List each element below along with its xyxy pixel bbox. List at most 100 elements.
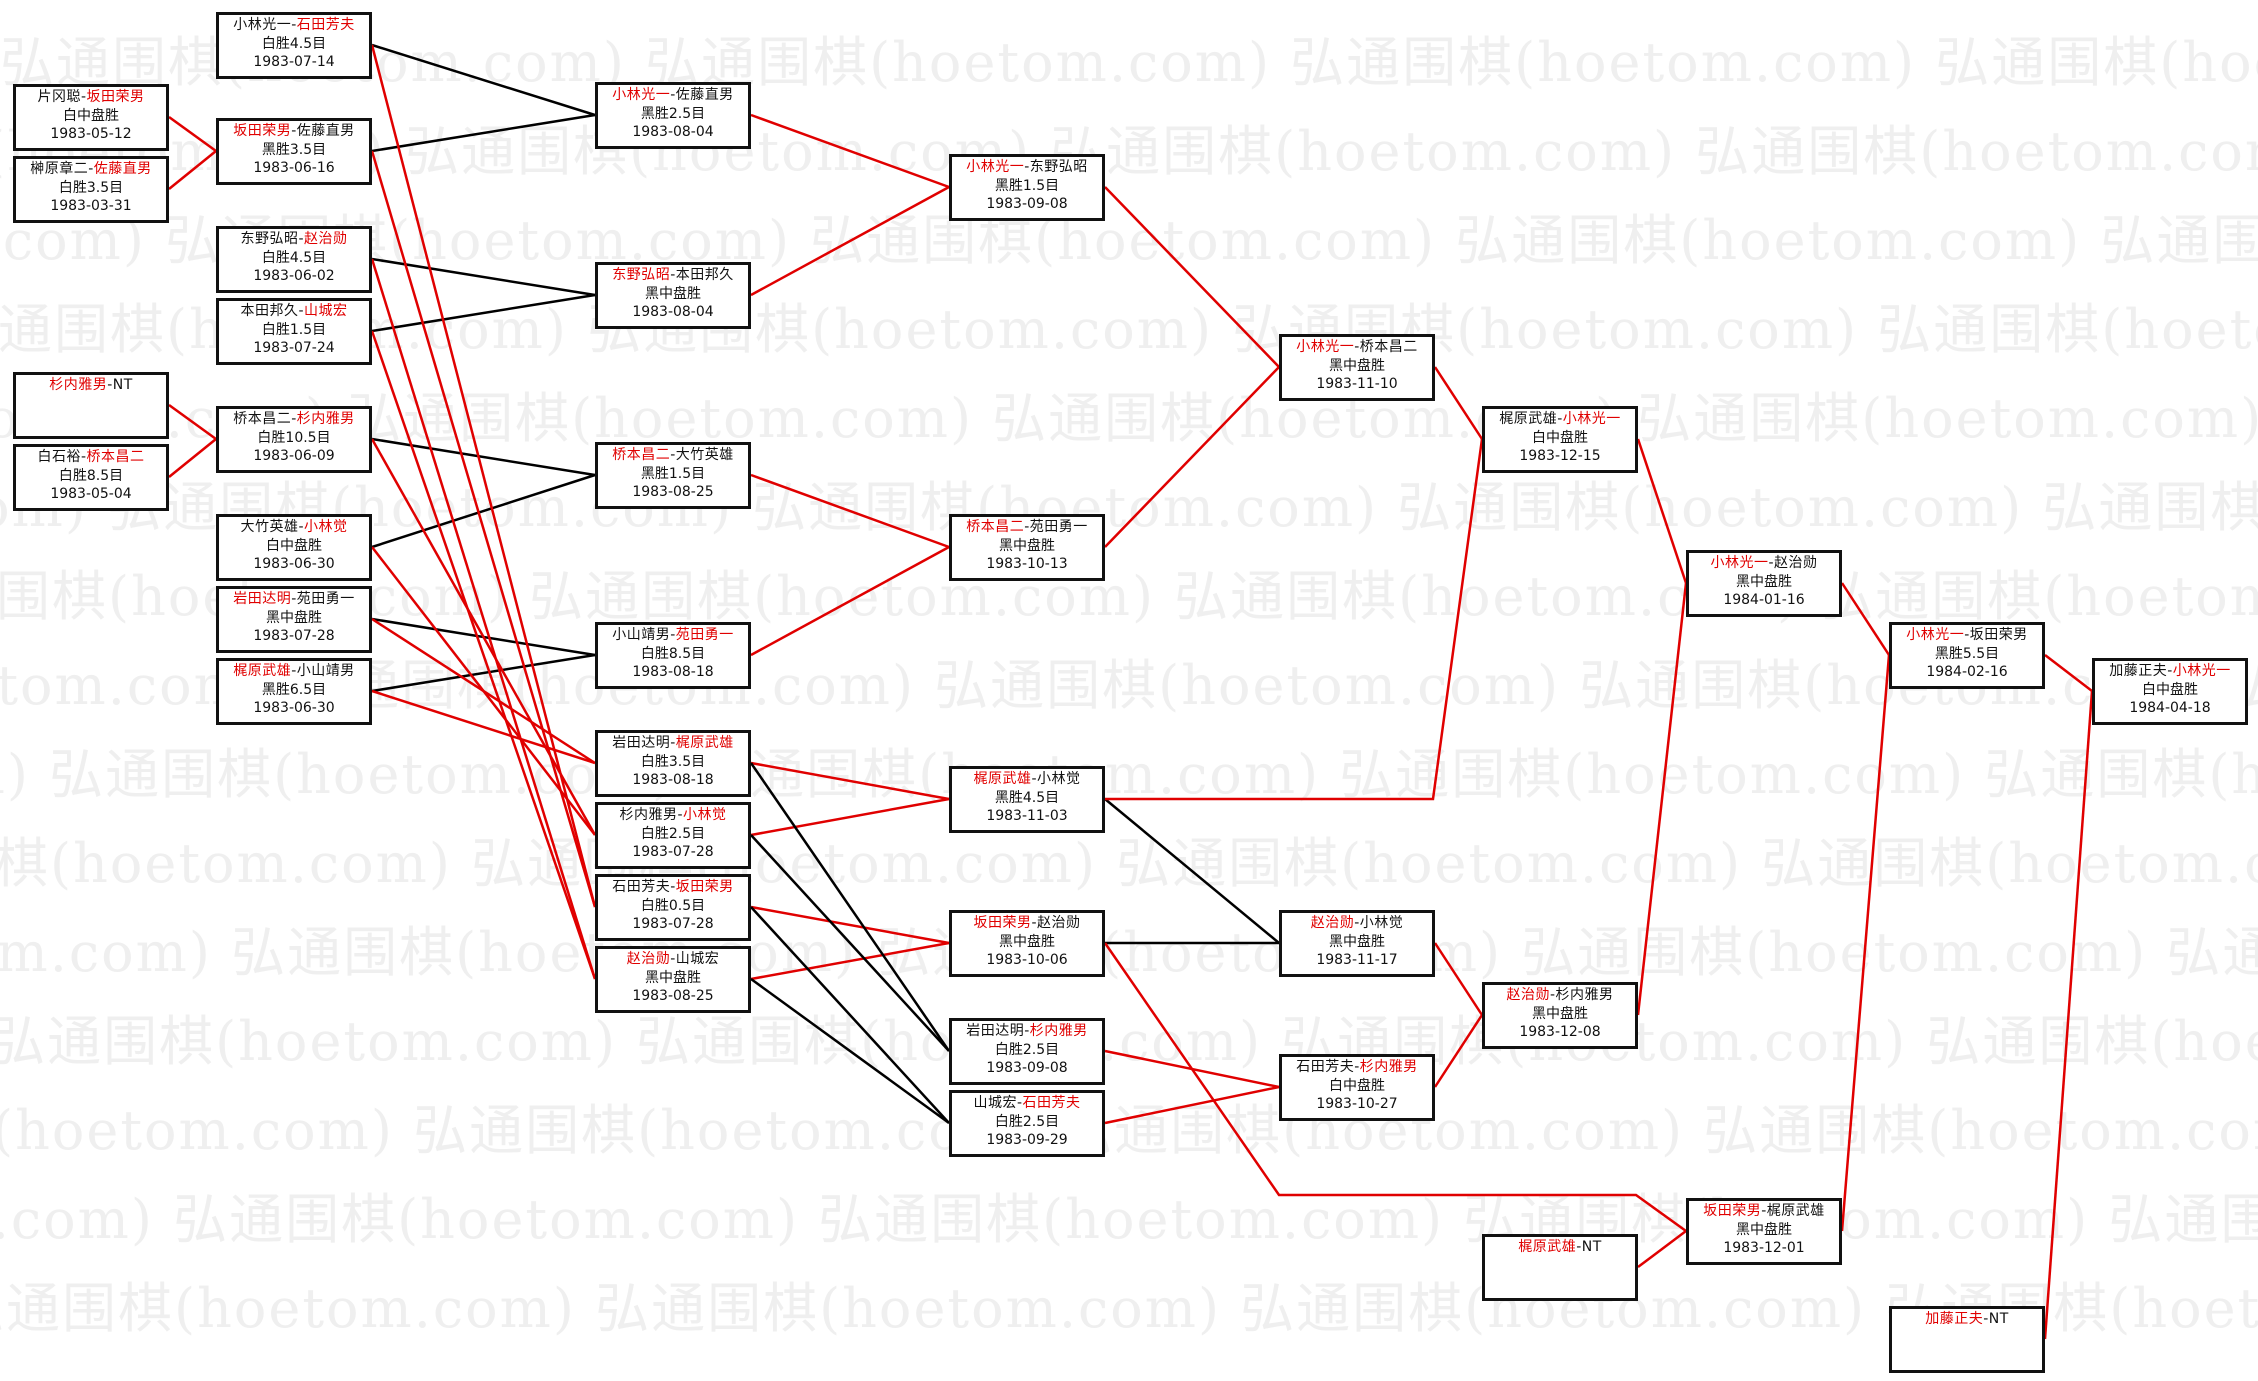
player-1: 小林光一: [233, 17, 292, 33]
match-date: 1983-06-16: [253, 160, 335, 176]
player-2: 小林觉: [1037, 771, 1081, 787]
player-1: 白石裕: [37, 449, 81, 465]
loser-advance-line: [371, 473, 596, 549]
match-players: 赵治勋-小林觉: [1282, 914, 1432, 933]
match-box-f3[interactable]: 梶原武雄-NT: [1482, 1234, 1638, 1301]
separator: -: [670, 627, 676, 643]
match-box-h2[interactable]: 加藤正夫-NT: [1889, 1306, 2045, 1373]
match-players: 坂田荣男-赵治勋: [952, 914, 1102, 933]
player-1: 岩田达明: [966, 1023, 1025, 1039]
separator: -: [2167, 663, 2173, 679]
match-date: 1983-11-03: [986, 808, 1068, 824]
player-1: 加藤正夫: [1925, 1311, 1984, 1327]
player-2: 杉内雅男: [1029, 1023, 1088, 1039]
player-2: 杉内雅男: [1359, 1059, 1418, 1075]
winner-advance-line: [1105, 438, 1484, 801]
player-2: 石田芳夫: [1022, 1095, 1081, 1111]
separator: -: [1964, 627, 1970, 643]
winner-advance-line: [371, 689, 596, 765]
match-players: 梶原武雄-小山靖男: [219, 662, 369, 681]
separator: -: [670, 267, 676, 283]
player-2: 苑田勇一: [675, 627, 734, 643]
match-players: 本田邦久-山城宏: [219, 302, 369, 321]
winner-advance-line: [750, 761, 950, 801]
match-result: 黑胜2.5目: [640, 105, 706, 122]
player-1: 小山靖男: [612, 627, 671, 643]
player-1: 山城宏: [973, 1095, 1017, 1111]
separator: -: [670, 735, 676, 751]
match-result: 白中盘胜: [2142, 681, 2198, 698]
match-players: 小林光一-东野弘昭: [952, 158, 1102, 177]
player-1: 桥本昌二: [233, 411, 292, 427]
match-date: 1983-07-28: [253, 628, 335, 644]
loser-advance-line: [371, 43, 596, 117]
player-2: 山城宏: [304, 303, 348, 319]
match-result: 黑中盘胜: [1329, 357, 1385, 374]
match-date: 1983-05-12: [50, 126, 132, 142]
match-date: 1983-06-30: [253, 556, 335, 572]
winner-advance-line: [168, 403, 217, 441]
player-1: 小林光一: [1296, 339, 1355, 355]
player-2: 梶原武雄: [675, 735, 734, 751]
loser-advance-line: [371, 437, 596, 477]
match-date: 1983-11-10: [1316, 376, 1398, 392]
player-1: 石田芳夫: [1296, 1059, 1355, 1075]
player-2: 桥本昌二: [86, 449, 145, 465]
match-box-a3[interactable]: 杉内雅男-NT: [13, 372, 169, 439]
match-result: 白胜10.5目: [257, 429, 331, 446]
player-2: 小林光一: [2172, 663, 2231, 679]
player-1: 梶原武雄: [973, 771, 1032, 787]
player-2: 桥本昌二: [1359, 339, 1418, 355]
match-result: 白胜8.5目: [58, 467, 124, 484]
match-result: 白胜4.5目: [261, 249, 327, 266]
winner-advance-line: [1433, 1014, 1484, 1088]
match-result: 白中盘胜: [1329, 1077, 1385, 1094]
match-players: 坂田荣男-梶原武雄: [1689, 1202, 1839, 1221]
match-result: 白胜4.5目: [261, 35, 327, 52]
match-date: 1983-06-30: [253, 700, 335, 716]
match-players: 大竹英雄-小林觉: [219, 518, 369, 537]
match-players: 小林光一-赵治勋: [1689, 554, 1839, 573]
match-date: 1983-06-09: [253, 448, 335, 464]
separator: -: [1761, 1203, 1767, 1219]
winner-advance-line: [2043, 690, 2094, 1340]
separator: -: [298, 231, 305, 247]
loser-advance-line: [750, 977, 950, 1125]
match-result: 白胜0.5目: [640, 897, 706, 914]
match-date: 1984-01-16: [1723, 592, 1805, 608]
